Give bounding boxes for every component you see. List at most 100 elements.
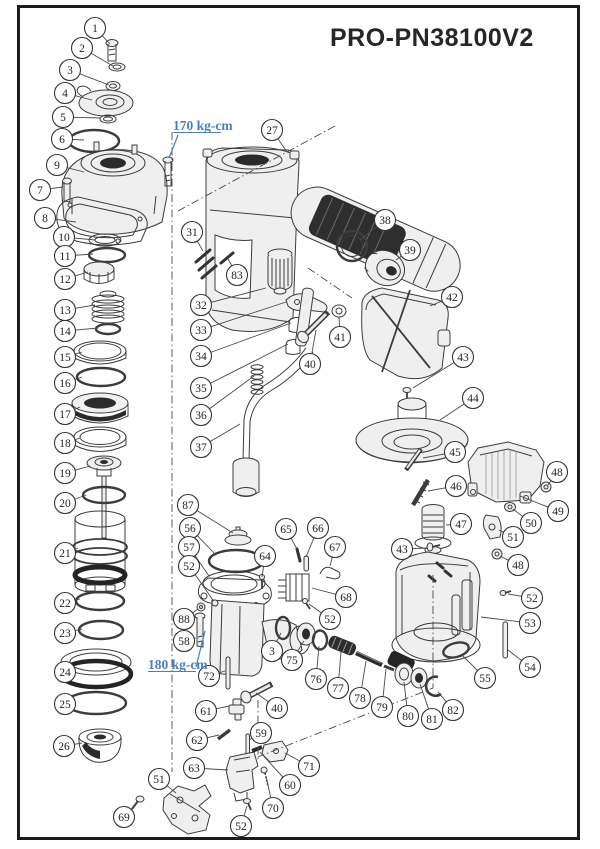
- part-balloon-16: 16: [53, 371, 83, 395]
- balloon-leader-line: [210, 301, 287, 328]
- part-balloon-71: 71: [284, 752, 321, 778]
- balloon-circle: [440, 285, 464, 309]
- balloon-circle: [112, 805, 136, 829]
- balloon-number: 77: [332, 683, 344, 695]
- balloon-number: 42: [446, 292, 458, 304]
- diagram-border: [17, 5, 580, 840]
- balloon-number: 17: [59, 409, 71, 421]
- balloon-leader-line: [196, 535, 216, 555]
- balloon-leader-line: [261, 566, 264, 578]
- part-balloon-10: 10: [52, 225, 96, 249]
- part-balloon-77: 77: [326, 651, 350, 700]
- balloon-leader-line: [73, 116, 102, 119]
- balloon-number: 61: [200, 706, 212, 718]
- balloon-leader-line: [50, 186, 64, 190]
- balloon-leader-line: [259, 751, 284, 778]
- balloon-number: 72: [203, 671, 215, 683]
- part-balloon-43: 43: [412, 345, 475, 389]
- balloon-circle: [189, 435, 213, 459]
- balloon-leader-line: [395, 255, 402, 261]
- balloon-circle: [278, 773, 302, 797]
- balloon-circle: [53, 591, 77, 615]
- balloon-number: 44: [467, 393, 479, 405]
- part-balloon-34: 34: [189, 322, 292, 368]
- part-balloon-13: 13: [53, 298, 96, 322]
- part-balloon-1: 1: [83, 16, 111, 45]
- balloon-circle: [451, 345, 475, 369]
- balloon-circle: [53, 81, 77, 105]
- balloon-leader-line: [74, 376, 83, 380]
- part-balloon-39: 39: [395, 238, 422, 262]
- balloon-leader-line: [480, 616, 520, 623]
- part-balloon-64: 64: [253, 544, 277, 578]
- part-balloon-82: 82: [437, 691, 465, 722]
- part-balloon-52: 52: [507, 586, 544, 610]
- balloon-leader-line: [74, 237, 96, 241]
- balloon-circle: [518, 655, 542, 679]
- balloon-circle: [249, 721, 273, 745]
- part-balloon-70: 70: [261, 775, 285, 820]
- balloon-leader-line: [227, 258, 233, 267]
- balloon-leader-line: [74, 437, 81, 441]
- part-balloon-38: 38: [359, 208, 397, 241]
- part-balloon-3: 3: [58, 58, 110, 86]
- balloon-number: 25: [59, 699, 71, 711]
- balloon-circle: [189, 293, 213, 317]
- balloon-circle: [176, 493, 200, 517]
- part-balloon-26: 26: [52, 734, 83, 758]
- part-balloon-45: 45: [422, 440, 467, 464]
- balloon-circle: [194, 699, 218, 723]
- balloon-leader-line: [75, 628, 83, 632]
- balloon-circle: [185, 728, 209, 752]
- balloon-circle: [261, 796, 285, 820]
- balloon-circle: [441, 698, 465, 722]
- balloon-number: 55: [479, 673, 491, 685]
- balloon-leader-line: [311, 329, 317, 354]
- part-balloon-4: 4: [53, 81, 93, 105]
- part-balloon-52: 52: [308, 603, 342, 631]
- balloon-number: 57: [183, 542, 195, 554]
- part-balloon-35: 35: [189, 343, 289, 400]
- balloon-leader-line: [101, 35, 111, 45]
- balloon-leader-line: [403, 681, 408, 706]
- part-balloon-80: 80: [396, 681, 420, 728]
- balloon-circle: [53, 244, 77, 268]
- balloon-number: 41: [334, 332, 346, 344]
- balloon-number: 69: [118, 812, 130, 824]
- balloon-leader-line: [196, 240, 204, 252]
- balloon-number: 35: [195, 383, 207, 395]
- balloon-leader-line: [297, 640, 305, 652]
- balloon-number: 13: [59, 305, 71, 317]
- balloon-leader-line: [316, 645, 320, 669]
- balloon-leader-line: [276, 632, 282, 642]
- balloon-leader-line: [311, 587, 336, 595]
- part-balloon-79: 79: [370, 668, 394, 719]
- balloon-circle: [53, 431, 77, 455]
- balloon-leader-line: [308, 603, 322, 614]
- balloon-circle: [260, 118, 284, 142]
- balloon-circle: [519, 511, 543, 535]
- balloon-number: 40: [304, 359, 316, 371]
- balloon-number: 2: [79, 43, 85, 55]
- part-balloon-78: 78: [348, 660, 372, 710]
- balloon-leader-line: [290, 537, 298, 550]
- balloon-leader-line: [207, 734, 220, 739]
- torque-leader-line: [195, 630, 206, 668]
- balloon-leader-line: [305, 537, 315, 558]
- balloon-leader-line: [166, 785, 177, 794]
- part-balloon-11: 11: [53, 244, 94, 268]
- balloon-number: 15: [59, 352, 71, 364]
- balloon-leader-line: [427, 487, 446, 492]
- part-balloon-25: 25: [53, 692, 77, 716]
- part-balloon-3: 3: [260, 632, 284, 663]
- balloon-leader-line: [419, 683, 430, 710]
- part-balloon-62: 62: [185, 728, 220, 752]
- part-balloon-40: 40: [298, 329, 322, 376]
- balloon-circle: [53, 491, 77, 515]
- part-balloon-58: 58: [172, 629, 197, 653]
- part-balloon-27: 27: [260, 118, 288, 153]
- balloon-number: 48: [551, 467, 563, 479]
- balloon-leader-line: [75, 598, 81, 601]
- balloon-leader-line: [75, 327, 99, 331]
